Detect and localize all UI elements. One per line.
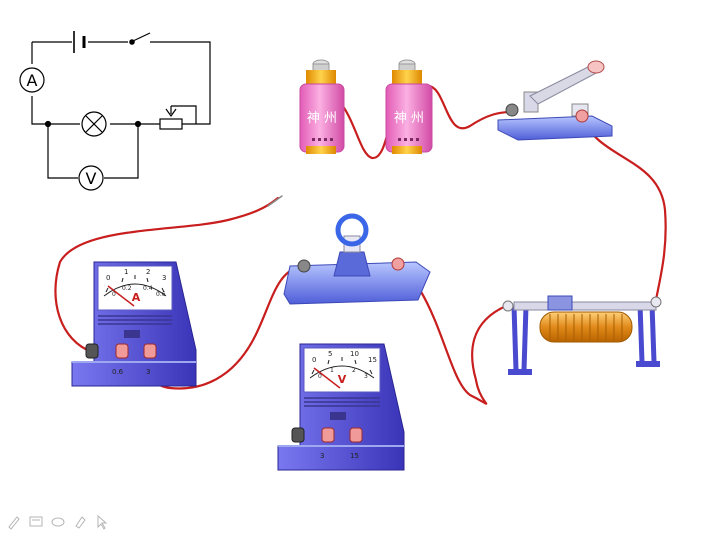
- ammeter-scale-top-0: 0: [106, 274, 110, 282]
- voltmeter-needle: [313, 367, 341, 389]
- circuit-schematic: A V: [19, 31, 211, 191]
- ammeter-scale-bottom-0: 0: [112, 291, 116, 298]
- ammeter-terminal-0: 0.6: [112, 368, 124, 376]
- ammeter-scale-bottom-2: 0.4: [143, 285, 153, 292]
- battery-2[interactable]: 神 州: [385, 59, 433, 154]
- battery-2-label: 神 州: [394, 111, 424, 126]
- ammeter-scale-top-2: 2: [146, 268, 150, 276]
- pen-icon[interactable]: [6, 514, 22, 530]
- voltmeter-unit: V: [338, 373, 347, 386]
- voltmeter-scale-top-2: 10: [350, 350, 359, 358]
- voltmeter-scale-bottom-2: 2: [352, 367, 356, 374]
- battery-1-label: 神 州: [307, 111, 337, 126]
- voltmeter-scale-top-0: 0: [312, 356, 316, 364]
- wire-ammeter-loose: [54, 196, 280, 354]
- ammeter-scale-top-3: 3: [162, 274, 166, 282]
- switch-icon: [129, 32, 151, 45]
- pointer-icon[interactable]: [94, 514, 110, 530]
- voltmeter-scale-bottom-0: 0: [318, 373, 322, 380]
- ammeter-terminal-1: 3: [146, 368, 150, 376]
- bulb-icon: [335, 213, 369, 247]
- ammeter[interactable]: 0 1 2 3 0 0.2 0.4 0.6 A 0.6 3: [71, 261, 197, 387]
- screen-icon[interactable]: [28, 514, 44, 530]
- voltmeter-symbol: V: [86, 169, 97, 188]
- eraser-icon[interactable]: [50, 514, 66, 530]
- voltmeter-scale-top-1: 5: [328, 350, 332, 358]
- voltmeter-icon: [78, 165, 104, 191]
- rheostat[interactable]: [502, 295, 662, 375]
- battery-icon: [73, 31, 86, 53]
- voltmeter-terminal-0: 3: [320, 452, 324, 460]
- ammeter-terminals[interactable]: [85, 343, 157, 359]
- marker-icon[interactable]: [72, 514, 88, 530]
- ammeter-scale-bottom-1: 0.2: [122, 285, 132, 292]
- switch-blade: [529, 65, 599, 105]
- ammeter-needle: [107, 285, 135, 307]
- rheostat-icon: [159, 105, 197, 130]
- ammeter-scale-bottom-3: 0.6: [156, 291, 166, 298]
- voltmeter-terminals[interactable]: [291, 427, 363, 443]
- ammeter-scale-top-1: 1: [124, 268, 128, 276]
- lamp-icon: [81, 111, 107, 137]
- battery-1[interactable]: 神 州: [299, 59, 345, 154]
- knife-switch[interactable]: [497, 60, 613, 141]
- ammeter-icon: [19, 67, 45, 93]
- annotation-toolbar: [6, 514, 110, 530]
- wire-switch-to-rheostat: [580, 116, 667, 302]
- voltmeter-scale-bottom-1: 1: [330, 367, 334, 374]
- ammeter-unit: A: [132, 291, 141, 304]
- lamp-holder[interactable]: [283, 213, 431, 305]
- voltmeter-terminal-1: 15: [350, 452, 359, 460]
- voltmeter-scale-top-3: 15: [368, 356, 377, 364]
- wires: [54, 84, 667, 405]
- voltmeter[interactable]: 0 5 10 15 0 1 2 3 V 3 15: [277, 343, 405, 471]
- wire-loose-end: [267, 195, 283, 207]
- rheostat-slider[interactable]: [547, 295, 573, 311]
- wire-battery-to-switch: [426, 84, 514, 130]
- voltmeter-scale-bottom-3: 3: [364, 373, 368, 380]
- ammeter-symbol: A: [27, 71, 38, 90]
